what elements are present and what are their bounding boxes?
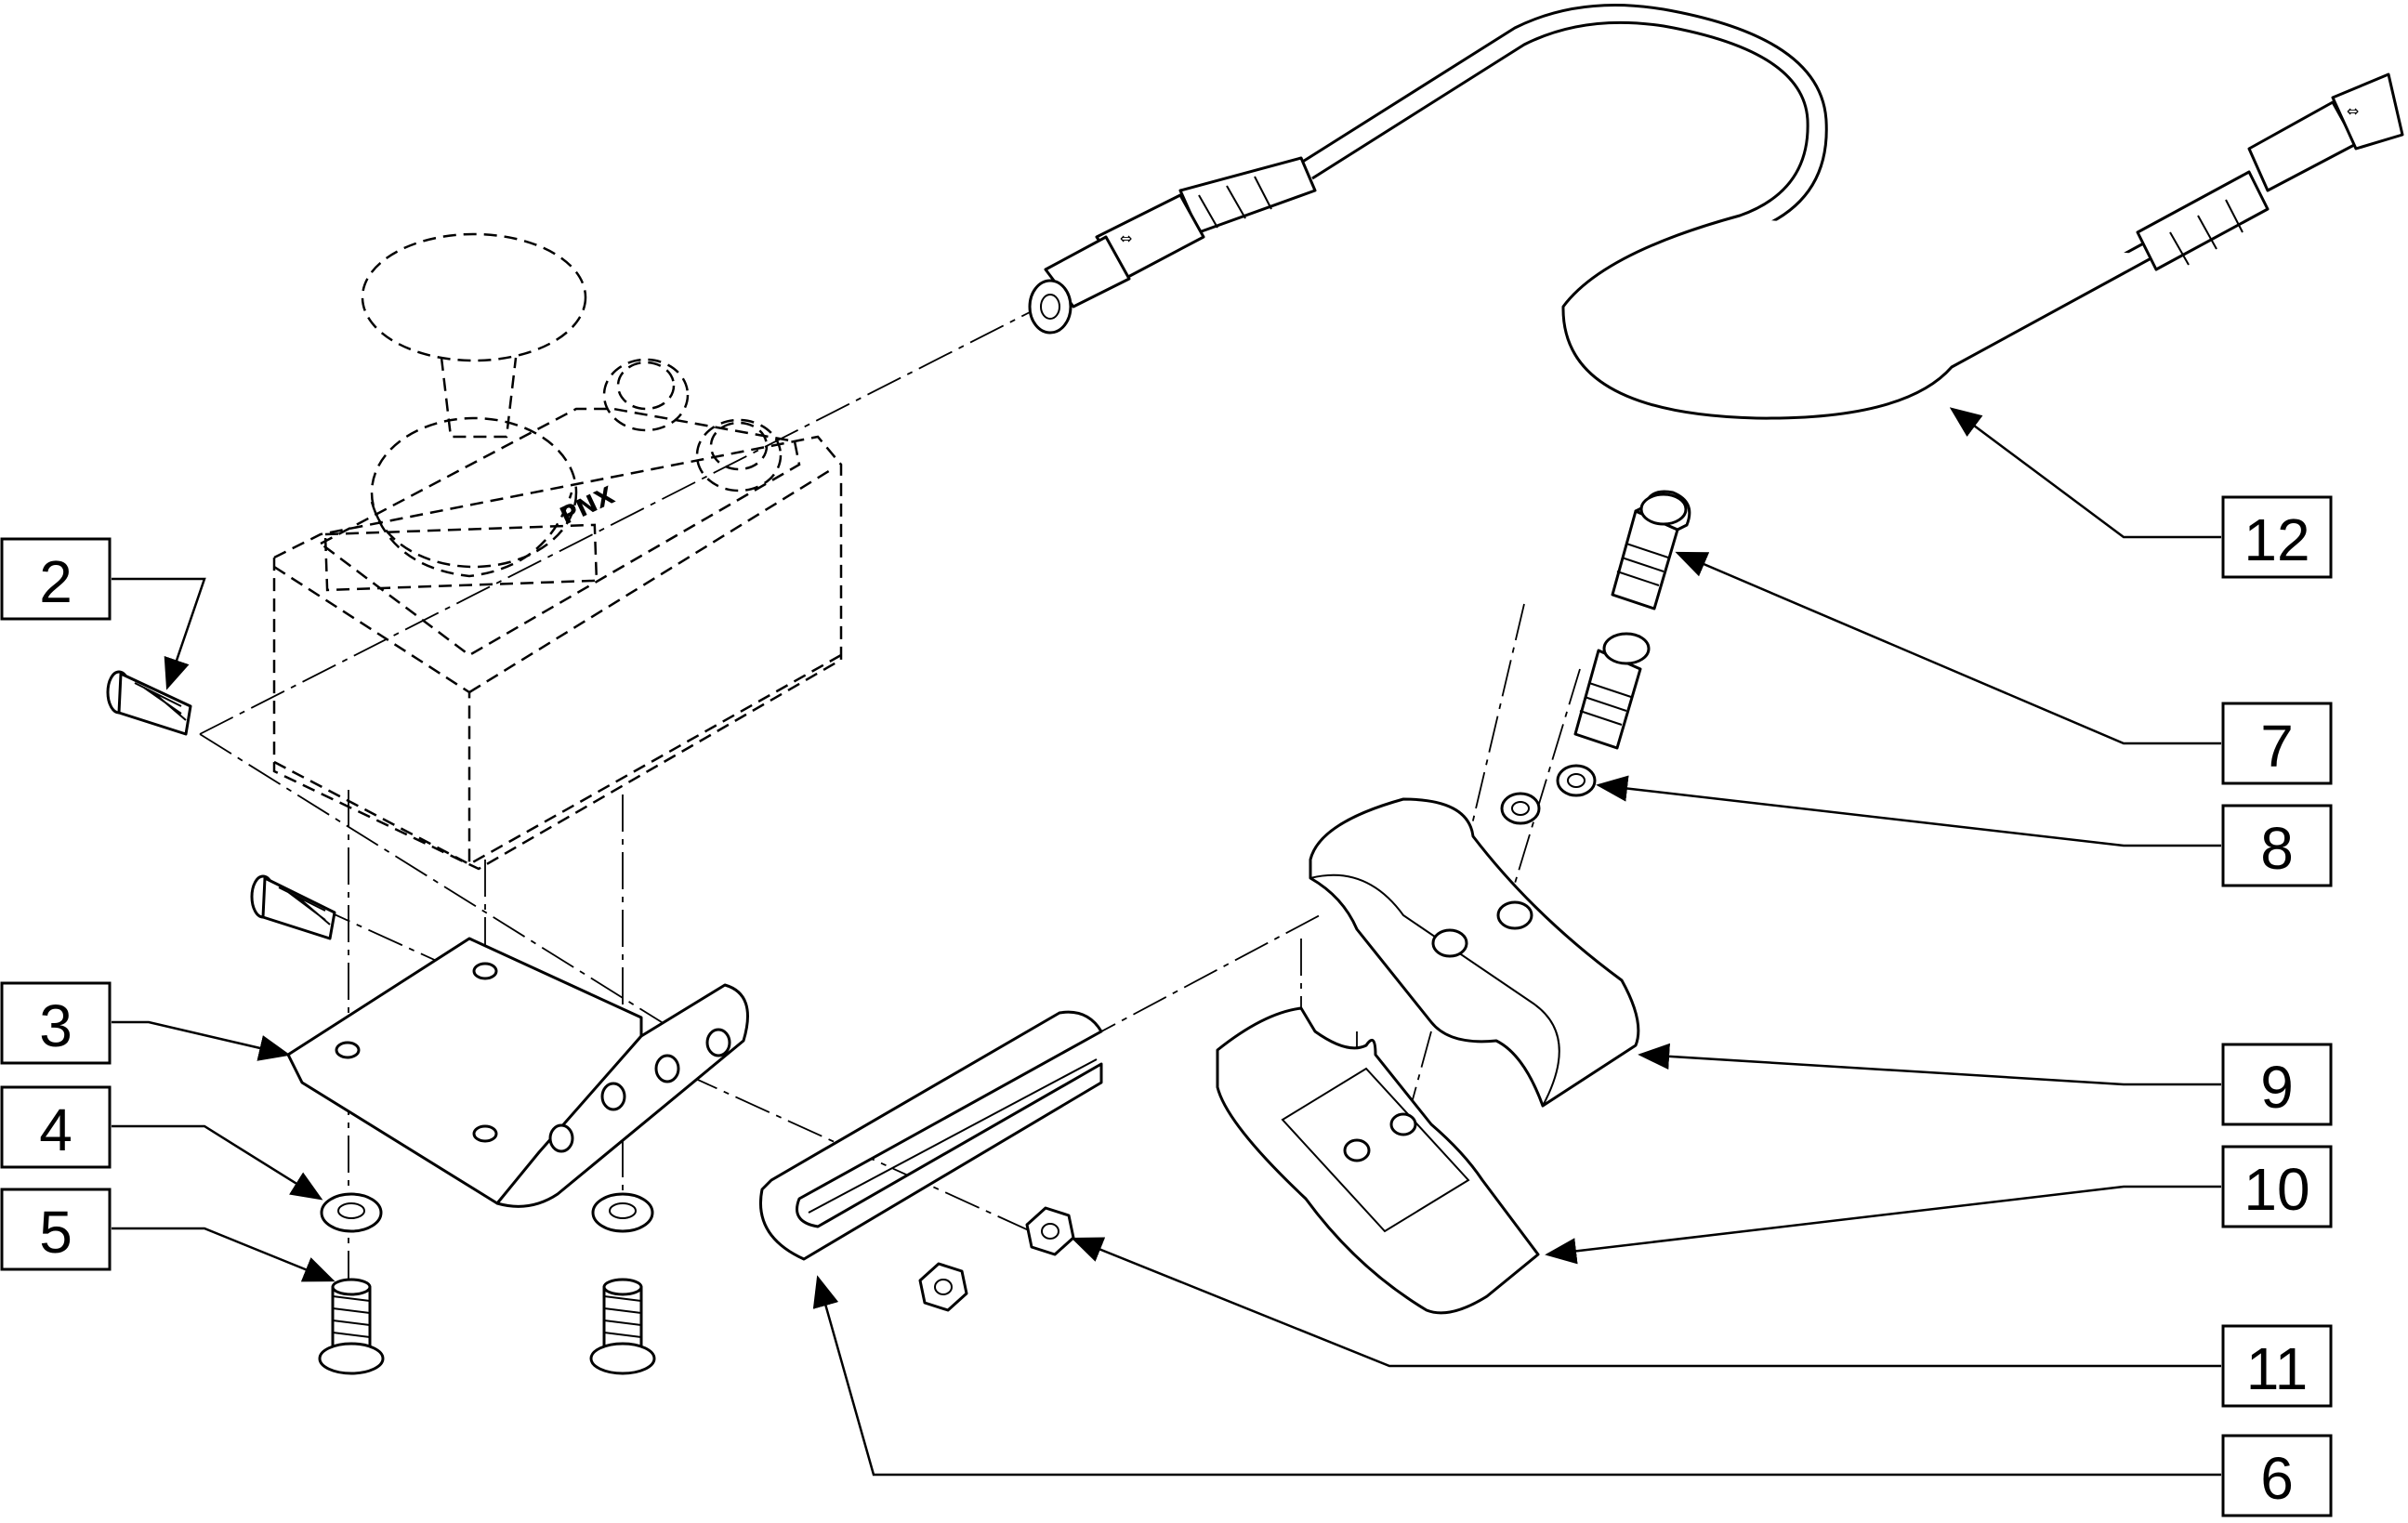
connector-mark-icon: ⇔ xyxy=(1120,230,1132,247)
callout-7: 7 xyxy=(2221,702,2333,785)
callout-6: 6 xyxy=(2221,1434,2333,1517)
callout-5: 5 xyxy=(0,1188,112,1271)
connector-mark-icon: ⇔ xyxy=(2347,102,2359,120)
hex-nut-left xyxy=(918,1262,968,1312)
callout-label: 7 xyxy=(2260,713,2294,780)
cable-connector-left: ⇔ xyxy=(1028,156,1317,335)
callout-label: 4 xyxy=(39,1096,72,1163)
lower-clamp-half xyxy=(1216,1006,1540,1315)
callout-leaders xyxy=(112,407,2221,1477)
hex-nut-right xyxy=(1025,1206,1075,1256)
mounting-bracket xyxy=(286,937,749,1208)
callout-label: 9 xyxy=(2260,1054,2294,1121)
callout-label: 3 xyxy=(39,992,72,1059)
callout-label: 6 xyxy=(2260,1445,2294,1512)
clamp-channel xyxy=(759,1010,1103,1261)
callout-label: 5 xyxy=(39,1199,72,1266)
callout-9: 9 xyxy=(2221,1043,2333,1126)
button-head-bolt-upper xyxy=(106,670,192,736)
button-head-bolt-lower xyxy=(250,874,336,940)
callout-label: 10 xyxy=(2244,1156,2309,1223)
callout-12: 12 xyxy=(2221,495,2333,579)
joystick-brand-logo: PNX xyxy=(556,481,619,531)
callout-2: 2 xyxy=(0,537,112,621)
callout-label: 8 xyxy=(2260,815,2294,882)
callout-8: 8 xyxy=(2221,804,2333,887)
socket-head-screw-upper xyxy=(1611,490,1691,611)
split-lock-washer-left xyxy=(1500,792,1541,825)
callout-4: 4 xyxy=(0,1085,112,1169)
callout-label: 2 xyxy=(39,548,72,615)
callout-3: 3 xyxy=(0,981,112,1065)
socket-head-screw-lower xyxy=(1573,632,1651,750)
cable-assembly: ⇔ ⇔ xyxy=(1028,4,2404,420)
callout-label: 11 xyxy=(2246,1335,2308,1402)
split-lock-washer-right xyxy=(1556,764,1597,797)
star-washer-left xyxy=(320,1192,383,1233)
button-head-bolt-bottom-right xyxy=(589,1278,656,1375)
upper-clamp-half xyxy=(1309,797,1640,1108)
callout-10: 10 xyxy=(2221,1145,2333,1228)
button-head-bolt-bottom-left xyxy=(318,1278,385,1375)
cable-connector-right: ⇔ xyxy=(2136,72,2404,271)
callout-label: 12 xyxy=(2244,506,2309,573)
star-washer-right xyxy=(591,1192,654,1233)
joystick-module: PNX xyxy=(272,232,843,871)
callout-11: 11 xyxy=(2221,1324,2333,1408)
